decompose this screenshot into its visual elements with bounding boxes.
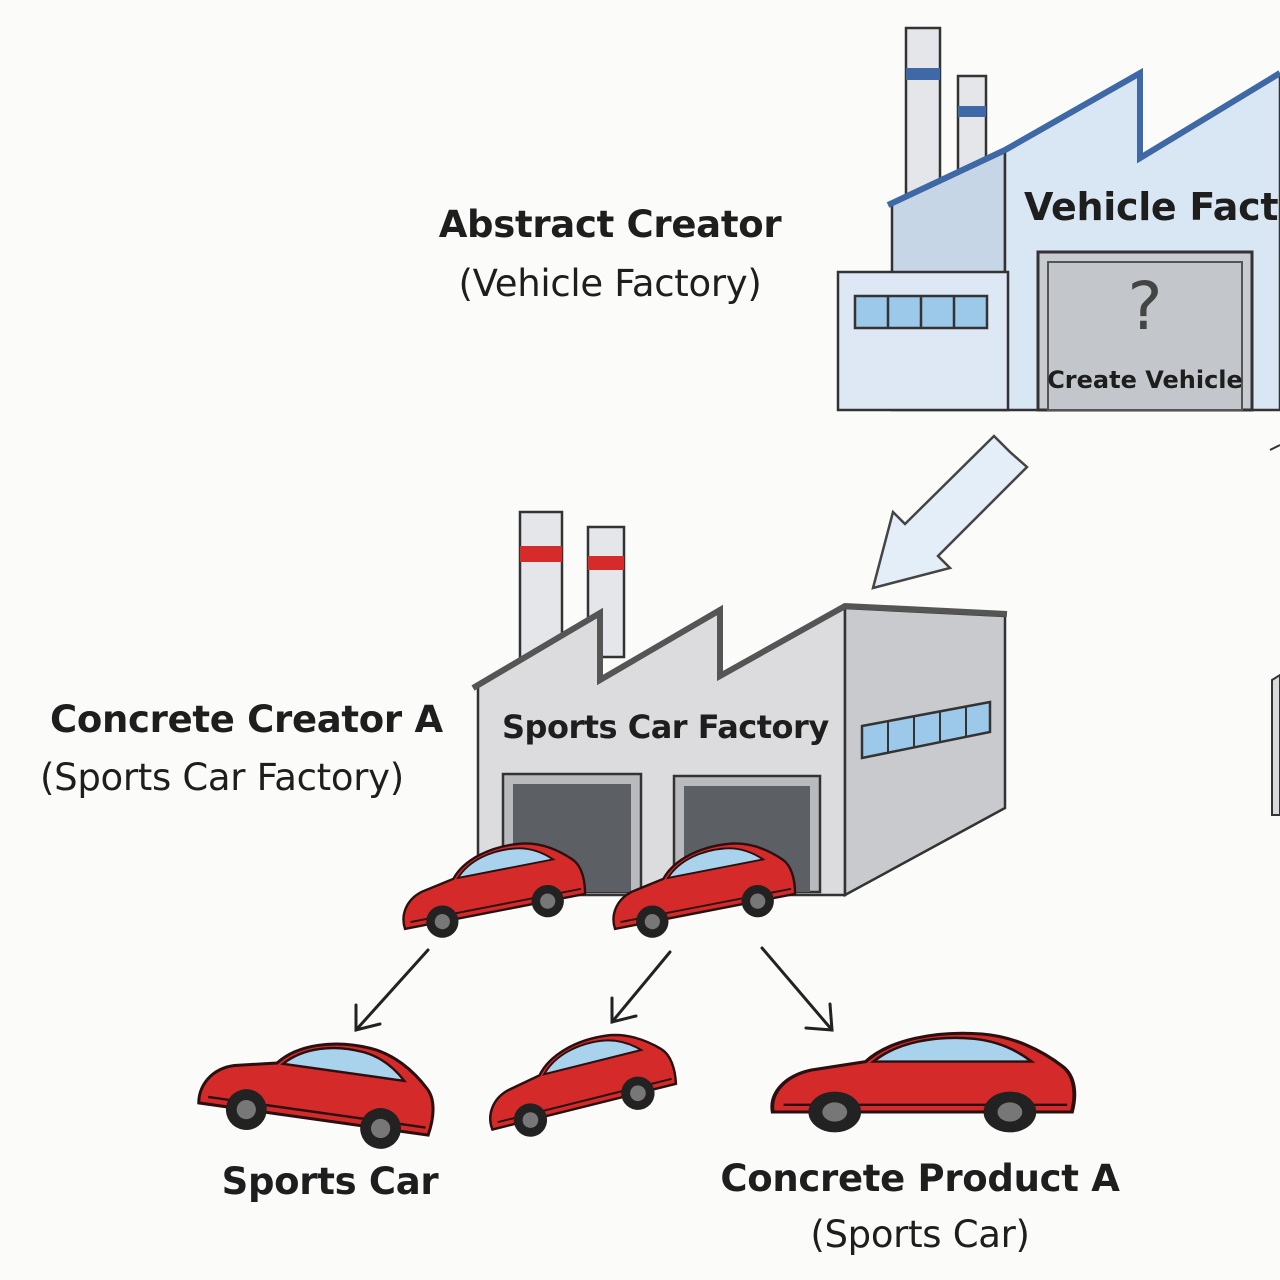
sports-car-product-1 [194, 1023, 443, 1158]
garage-door-left [501, 772, 643, 894]
question-mark-icon: ? [1127, 268, 1163, 345]
abstract-creator-subtitle: (Vehicle Factory) [458, 262, 762, 305]
vehicle-factory-windows [853, 294, 989, 330]
vehicle-factory-sign: Vehicle Facto [1024, 185, 1280, 229]
create-vehicle-label: Create Vehicle [1047, 366, 1243, 394]
concrete-creator-subtitle: (Sports Car Factory) [40, 756, 404, 799]
sports-car-label: Sports Car [221, 1160, 439, 1203]
sports-car-product-2 [475, 1019, 683, 1147]
inheritance-arrow [871, 434, 1029, 590]
concrete-product-subtitle: (Sports Car) [810, 1213, 1030, 1256]
sports-factory-sign: Sports Car Factory [502, 708, 829, 746]
output-arrows [354, 946, 834, 1032]
offscreen-factory-edge [1269, 444, 1280, 816]
sports-factory-windows [860, 700, 992, 760]
abstract-creator-title: Abstract Creator [438, 203, 782, 246]
concrete-creator-title: Concrete Creator A [50, 698, 443, 741]
sports-car-product-3 [770, 1031, 1077, 1135]
vehicle-factory [836, 26, 1280, 412]
concrete-product-title: Concrete Product A [720, 1157, 1120, 1200]
sports-car-factory [471, 510, 1008, 898]
